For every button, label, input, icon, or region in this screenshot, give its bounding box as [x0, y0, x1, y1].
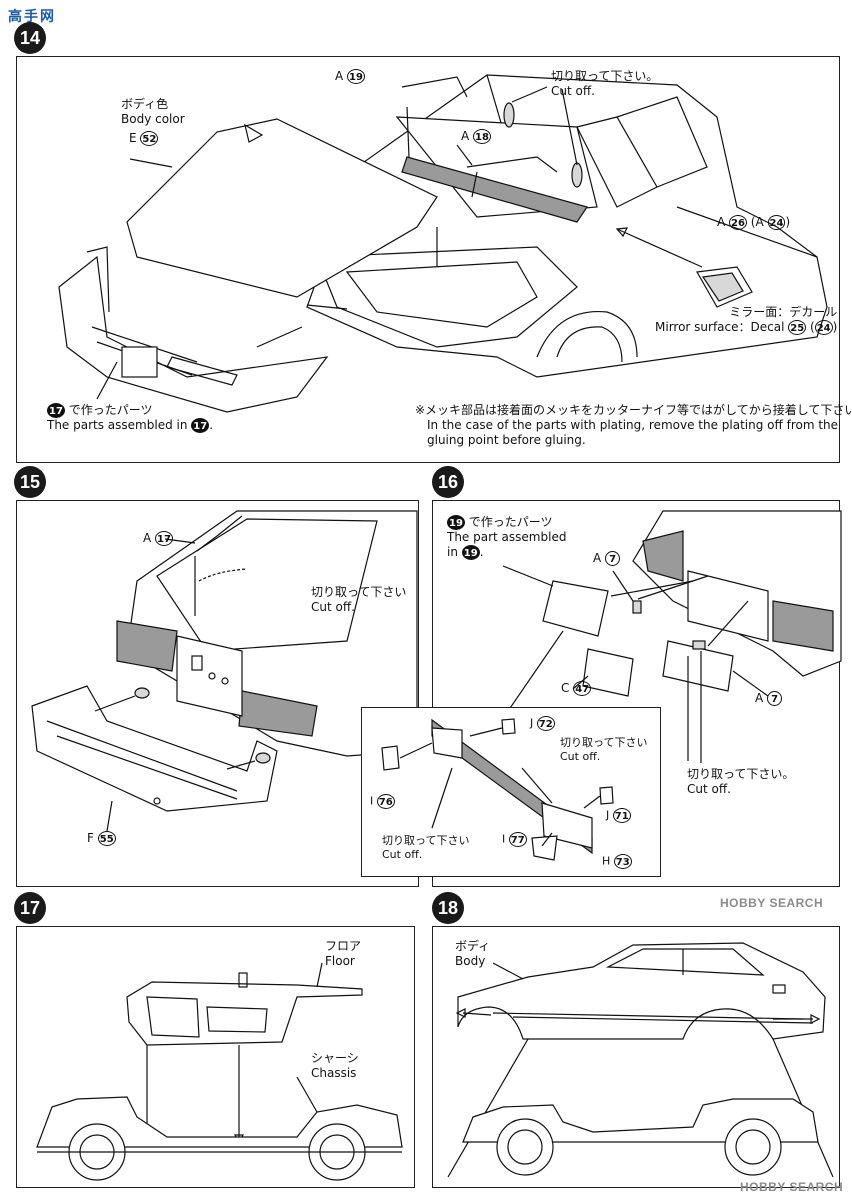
watermark-hobby-search-top: HOBBY SEARCH: [720, 896, 824, 910]
label-assembled-17: 17 で作ったパーツ The parts assembled in 17.: [47, 403, 214, 433]
step-14-badge: 14: [14, 22, 46, 54]
part-number-19: 19: [347, 69, 365, 84]
step-17-panel: フロア Floor シャーシ Chassis: [16, 926, 415, 1188]
part-number-72: 72: [536, 716, 555, 731]
step-ref-19b: 19: [461, 545, 480, 560]
decal-number-25: 25: [788, 320, 807, 335]
inset-drawing: [381, 718, 614, 861]
label-floor: フロア Floor: [325, 939, 362, 968]
step-15-panel: A 17 切り取って下さい Cut off. F 55: [16, 500, 419, 887]
step-18-badge: 18: [432, 892, 464, 924]
part-number-7: 7: [605, 551, 621, 566]
decal-number-24: 24: [814, 320, 833, 335]
label-cut-off-inset-2: 切り取って下さい Cut off.: [382, 834, 470, 861]
step-16-inset: J 72 切り取って下さい Cut off. I 76 J 71 切り取って下さ…: [361, 707, 661, 877]
step-16-badge: 16: [432, 466, 464, 498]
part-number-77: 77: [508, 832, 527, 847]
part-number-55: 55: [97, 831, 116, 846]
part-number-17: 17: [155, 531, 173, 546]
step-14-panel: A 19 切り取って下さい。 Cut off. A 18 ボディ色 Body c…: [16, 56, 852, 463]
label-i77: I 77: [502, 832, 527, 847]
part-number-26: 26: [729, 215, 747, 230]
label-a26-mirror: A 26 (A 24): [717, 215, 791, 230]
label-cut-off-16: 切り取って下さい。 Cut off.: [687, 767, 795, 796]
step-15-badge: 15: [14, 466, 46, 498]
step-14-drawing: [58, 74, 828, 413]
label-a7-left: A 7: [593, 551, 621, 566]
label-a18: A 18: [461, 129, 491, 144]
step-ref-17: 17: [47, 403, 65, 418]
part-number-7b: 7: [767, 691, 783, 706]
step-16-drawing: [502, 510, 842, 763]
part-number-52: 52: [140, 131, 159, 146]
step-17-badge: 17: [14, 892, 46, 924]
label-a7-right: A 7: [755, 691, 783, 706]
part-number-73: 73: [613, 854, 632, 869]
step-18-panel: ボディ Body: [432, 926, 840, 1188]
step-16-panel: 19 で作ったパーツ The part assembled in 19. A 7…: [361, 500, 842, 887]
label-j71: J 71: [606, 808, 631, 823]
step-15-drawing: [31, 510, 418, 832]
label-a19: A 19: [335, 69, 365, 84]
part-number-18: 18: [473, 129, 491, 144]
label-j72: J 72: [530, 716, 555, 731]
part-number-76: 76: [376, 794, 395, 809]
label-cut-off-15: 切り取って下さい Cut off.: [311, 585, 407, 614]
label-c47: C 47: [561, 681, 592, 696]
part-number-47: 47: [573, 681, 592, 696]
step-18-drawing: [447, 942, 834, 1178]
label-f55: F 55: [87, 831, 116, 846]
plating-note: ※メッキ部品は接着面のメッキをカッターナイフ等ではがしてから接着して下さい。 I…: [415, 403, 852, 447]
label-chassis: シャーシ Chassis: [311, 1051, 359, 1080]
part-number-71: 71: [612, 808, 631, 823]
label-a17: A 17: [143, 531, 173, 546]
label-cut-off-14: 切り取って下さい。 Cut off.: [551, 69, 659, 98]
site-logo-watermark: 高手网: [8, 9, 56, 25]
step-17-drawing: [36, 962, 403, 1181]
label-mirror-decal: ミラー面：デカール Mirror surface：Decal 25 (24): [655, 305, 838, 335]
watermark-hobby-search-bottom: HOBBY SEARCH: [740, 1180, 844, 1194]
step-ref-17b: 17: [191, 418, 210, 433]
label-cut-off-inset-1: 切り取って下さい Cut off.: [560, 736, 648, 763]
label-body-color: ボディ色 Body color E 52: [121, 97, 185, 146]
step-ref-19: 19: [447, 515, 465, 530]
part-number-24: 24: [767, 215, 786, 230]
label-body: ボディ Body: [455, 939, 491, 968]
label-assembled-19: 19 で作ったパーツ The part assembled in 19.: [447, 515, 567, 560]
label-h73: H 73: [602, 854, 632, 869]
label-i76: I 76: [370, 794, 395, 809]
